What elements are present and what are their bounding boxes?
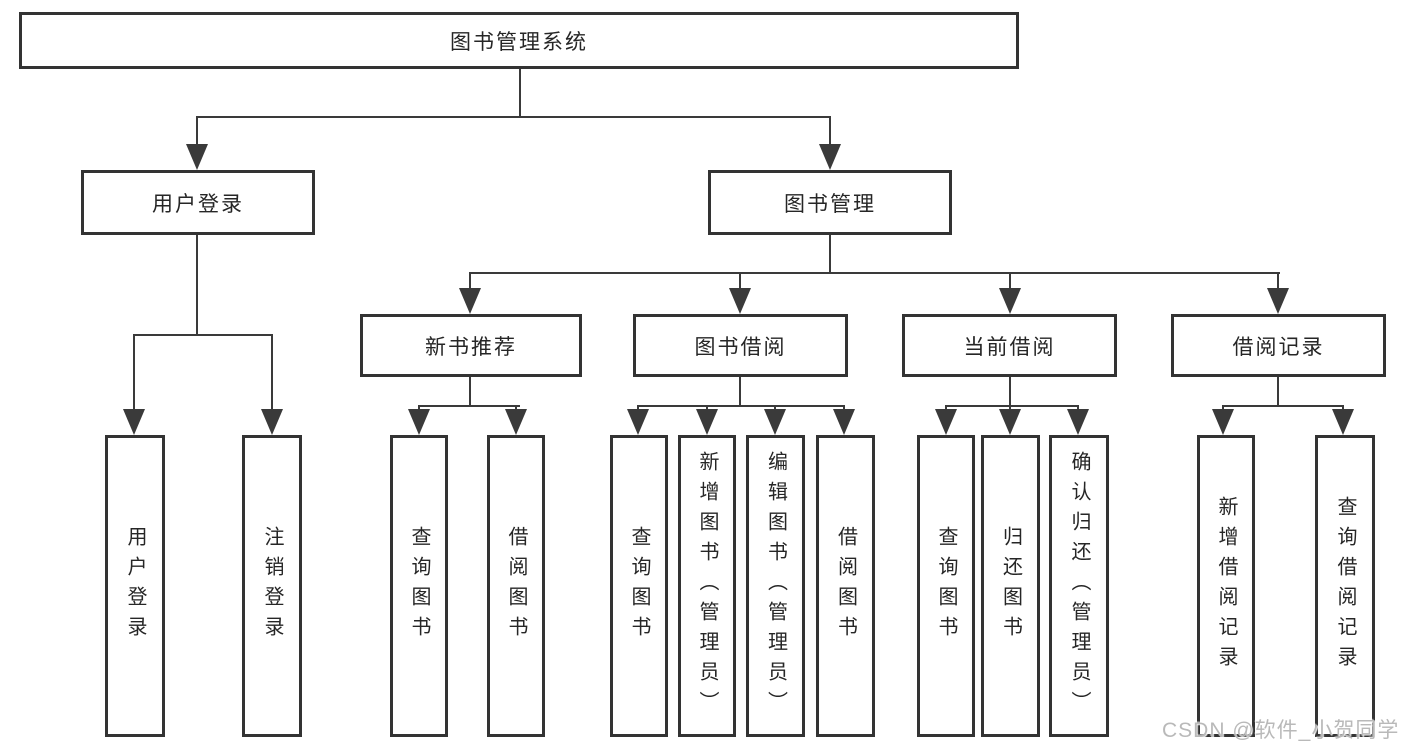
node-user-login: 用户登录 [81, 170, 315, 235]
arrowhead-bb-borrow-icon [833, 409, 855, 435]
connector-drop-book-mgmt [829, 116, 831, 148]
arrowhead-new-book-icon [459, 288, 481, 314]
arrowhead-borrow-records-icon [1267, 288, 1289, 314]
arrowhead-bb-edit-icon [764, 409, 786, 435]
node-leaf-logout: 注销登录 [242, 435, 302, 737]
arrowhead-bb-query-icon [627, 409, 649, 435]
arrowhead-login-leaf-icon [123, 409, 145, 435]
connector-current-borrow-stem [1009, 377, 1011, 407]
connector-root-stem [519, 69, 521, 117]
connector-drop-current-borrow [1009, 272, 1011, 292]
arrowhead-cb-query-icon [935, 409, 957, 435]
node-book-mgmt: 图书管理 [708, 170, 952, 235]
arrowhead-book-borrow-icon [729, 288, 751, 314]
connector-book-borrow-rail [637, 405, 845, 407]
connector-new-book-stem [469, 377, 471, 407]
connector-drop-user-login [196, 116, 198, 148]
arrowhead-cb-return-icon [999, 409, 1021, 435]
node-leaf-bb-query-books: 查询图书 [610, 435, 668, 737]
arrowhead-current-borrow-icon [999, 288, 1021, 314]
arrowhead-br-add-icon [1212, 409, 1234, 435]
node-root: 图书管理系统 [19, 12, 1019, 69]
node-leaf-bb-add-book-admin: 新增图书（管理员） [678, 435, 736, 737]
node-leaf-cb-return-books: 归还图书 [981, 435, 1040, 737]
connector-drop-borrow-records [1277, 272, 1279, 292]
arrowhead-user-login-icon [186, 144, 208, 170]
node-leaf-br-add-record: 新增借阅记录 [1197, 435, 1255, 737]
node-leaf-cb-query-books: 查询图书 [917, 435, 975, 737]
connector-user-login-stem [196, 235, 198, 335]
connector-drop-new-book [469, 272, 471, 292]
connector-drop-logout-leaf [271, 334, 273, 412]
node-leaf-br-query-record: 查询借阅记录 [1315, 435, 1375, 737]
connector-drop-login-leaf [133, 334, 135, 412]
arrowhead-nb-query-icon [408, 409, 430, 435]
node-leaf-cb-confirm-return-admin: 确认归还（管理员） [1049, 435, 1109, 737]
connector-borrow-records-stem [1277, 377, 1279, 407]
csdn-watermark: CSDN @软件_小贺同学 [1162, 719, 1400, 742]
node-leaf-bb-edit-book-admin: 编辑图书（管理员） [746, 435, 805, 737]
node-leaf-nb-borrow-books: 借阅图书 [487, 435, 545, 737]
node-borrow-records: 借阅记录 [1171, 314, 1386, 377]
connector-borrow-records-rail [1222, 405, 1344, 407]
node-leaf-bb-borrow-books: 借阅图书 [816, 435, 875, 737]
connector-level2-rail [470, 272, 1280, 274]
connector-user-login-rail [133, 334, 273, 336]
node-leaf-user-login: 用户登录 [105, 435, 165, 737]
connector-book-borrow-stem [739, 377, 741, 407]
arrowhead-logout-leaf-icon [261, 409, 283, 435]
arrowhead-book-mgmt-icon [819, 144, 841, 170]
connector-current-borrow-rail [945, 405, 1079, 407]
arrowhead-cb-confirm-icon [1067, 409, 1089, 435]
connector-drop-book-borrow [739, 272, 741, 292]
node-new-book-recommend: 新书推荐 [360, 314, 582, 377]
arrowhead-bb-add-icon [696, 409, 718, 435]
node-leaf-nb-query-books: 查询图书 [390, 435, 448, 737]
node-current-borrow: 当前借阅 [902, 314, 1117, 377]
arrowhead-br-query-icon [1332, 409, 1354, 435]
connector-level1-rail [197, 116, 831, 118]
connector-new-book-rail [418, 405, 520, 407]
node-book-borrow: 图书借阅 [633, 314, 848, 377]
connector-book-mgmt-stem [829, 235, 831, 274]
arrowhead-nb-borrow-icon [505, 409, 527, 435]
